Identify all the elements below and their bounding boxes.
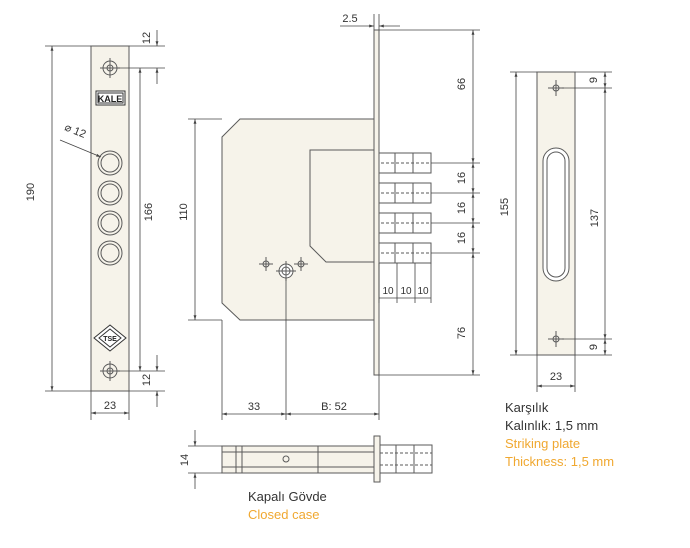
front-plate-height-label: 190 [25, 183, 37, 201]
body-screw-right-icon [294, 257, 308, 271]
striking-plate-title-en: Striking plate [505, 436, 581, 451]
front-plate-width-label: 23 [104, 400, 116, 412]
tse-badge-text: TSE [103, 336, 117, 343]
bolt-2-icon [378, 182, 432, 204]
spindle-offset-label: 33 [248, 401, 260, 413]
plate-thickness-label: 2.5 [342, 13, 357, 25]
bolt-pitch-2-label: 16 [456, 202, 468, 214]
kale-logo-text: KALE [98, 94, 123, 104]
kale-logo-icon [95, 90, 126, 106]
bolt-1-icon [378, 152, 432, 174]
body-height-label: 110 [178, 203, 190, 221]
striking-plate-title-tr: Karşılık [505, 400, 549, 415]
strike-slot-span-label: 137 [589, 209, 601, 227]
top-to-bolt-label: 66 [456, 78, 468, 90]
strike-bottom-offset-label: 9 [588, 344, 600, 350]
bolt-hole-4-icon [97, 240, 123, 266]
bolt-seg-1-label: 10 [382, 286, 394, 297]
lock-body-dimensions [188, 14, 480, 420]
bottom-to-bolt-label: 76 [456, 327, 468, 339]
striking-plate-view [536, 71, 576, 356]
closed-case-dimensions [188, 430, 222, 489]
front-plate-dimensions [45, 30, 165, 420]
bolt-hole-3-icon [97, 210, 123, 236]
closed-case-bolt [379, 444, 433, 474]
tse-badge-icon [93, 324, 127, 352]
closed-case-faceplate [373, 435, 381, 483]
strike-screw-top-icon [548, 80, 564, 96]
front-plate-hole-span-label: 166 [143, 203, 155, 221]
striking-plate-thickness-en: Thickness: 1,5 mm [505, 454, 615, 469]
strike-height-label: 155 [499, 198, 511, 216]
lock-faceplate-side [373, 29, 380, 376]
front-plate-screw-top-icon [100, 58, 120, 78]
closed-case-view [221, 435, 433, 483]
closed-case-title-tr: Kapalı Gövde [248, 489, 327, 504]
closed-case-body [221, 445, 375, 474]
closed-case-title-en: Closed case [248, 507, 320, 522]
front-plate-hole-diameter-label: ⌀ 12 [63, 122, 88, 141]
strike-screw-bottom-icon [548, 331, 564, 347]
bolt-hole-2-icon [97, 180, 123, 206]
strike-top-offset-label: 9 [588, 77, 600, 83]
body-screw-left-icon [259, 257, 273, 271]
striking-plate-dimensions [510, 71, 612, 392]
bolt-4-icon [378, 242, 432, 264]
closed-case-caption: Kapalı Gövde Closed case [248, 488, 327, 524]
strike-width-label: 23 [550, 371, 562, 383]
front-plate-top-offset-label: 12 [141, 32, 153, 44]
lock-body-inner-rail [309, 149, 375, 263]
backset-label: B: 52 [321, 401, 347, 413]
lock-body-outline [221, 118, 375, 321]
striking-plate-caption: Karşılık Kalınlık: 1,5 mm Striking plate… [505, 399, 614, 471]
front-plate-bottom-offset-label: 12 [141, 374, 153, 386]
closed-case-spindle-icon [282, 455, 290, 463]
bolt-3-icon [378, 212, 432, 234]
bolt-pitch-3-label: 16 [456, 232, 468, 244]
front-plate-screw-bottom-icon [100, 361, 120, 381]
striking-plate-thickness-tr: Kalınlık: 1,5 mm [505, 418, 599, 433]
bolt-seg-2-label: 10 [400, 286, 412, 297]
front-plate-view [90, 45, 130, 392]
bolt-pitch-1-label: 16 [456, 172, 468, 184]
bolt-hole-1-icon [97, 150, 123, 176]
closed-case-depth-label: 14 [179, 454, 191, 466]
lock-body-view [221, 29, 432, 376]
striking-plate-slot [542, 147, 570, 282]
bolt-seg-3-label: 10 [417, 286, 429, 297]
